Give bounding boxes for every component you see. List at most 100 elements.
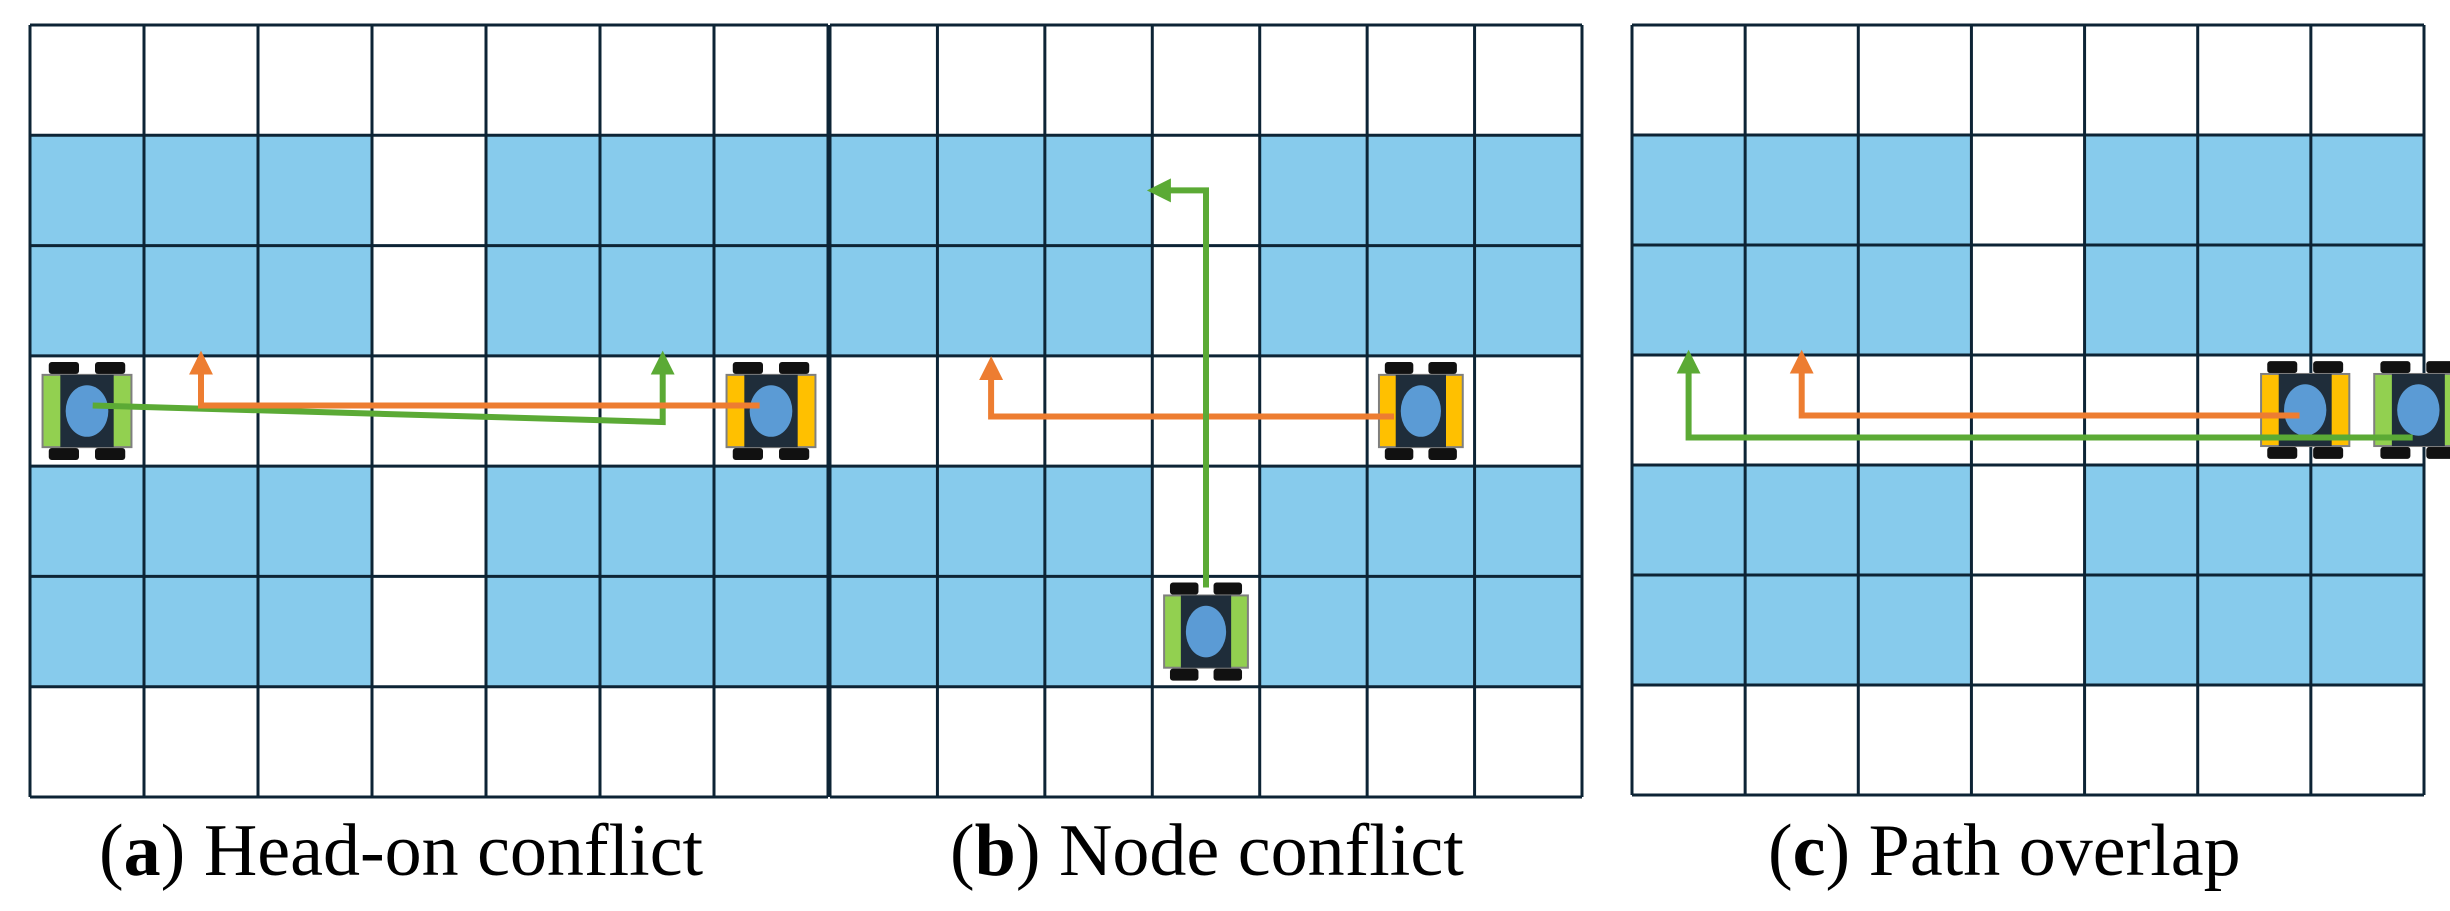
robot-wheel [1428,361,1457,375]
shelf-cell [1367,245,1475,356]
panel-b [828,23,1584,799]
shelf-cell [258,576,372,687]
aisle-cell [1152,25,1260,136]
aisle-cell [830,355,938,467]
caption-a-text: Head-on conflict [185,810,703,892]
shelf-cell [2310,245,2424,355]
aisle-cell [372,355,486,467]
shelf-cell [600,245,714,356]
robot-wheel [1169,668,1199,681]
shelf-cell [1259,576,1368,687]
aisle-cell [1044,686,1153,797]
aisle-cell [1971,355,2085,465]
shelf-cell [486,576,600,687]
orange-robot [2260,361,2351,459]
aisle-cell [372,25,486,136]
aisle-cell [2310,685,2424,795]
aisle-cell [1858,685,1972,795]
robot-wheel [779,447,810,461]
shelf-cell [830,576,938,687]
robot-wheel [48,447,79,461]
shelf-cell [1044,466,1153,577]
shelf-cell [1745,575,1859,685]
green-robot [2373,361,2450,459]
shelf-cell [1259,135,1368,246]
aisle-cell [1259,25,1368,136]
robot-wheel [779,361,810,375]
aisle-cell [1367,25,1475,136]
shelf-cell [30,135,144,246]
orange-path [189,350,760,409]
aisle-cell [2084,25,2198,135]
aisle-cell [1858,25,1972,135]
green-robot [41,361,133,461]
robot-wheel [1384,361,1414,375]
aisle-cell [1971,465,2085,575]
aisle-cell [2197,685,2311,795]
aisle-cell [30,686,144,797]
aisle-cell [1259,355,1368,467]
aisle-cell [1971,135,2085,245]
shelf-cell [258,466,372,577]
aisle-cell [937,686,1045,797]
shelf-cell [1858,245,1972,355]
shelf-cell [1474,135,1582,246]
robot-wheel [95,361,126,375]
aisle-cell [1632,685,1746,795]
aisle-cell [1474,686,1582,797]
robot-wheel [2380,361,2411,374]
robot-wheel [2313,446,2344,459]
aisle-cell [2084,685,2198,795]
aisle-cell [258,25,372,136]
aisle-cell [714,686,828,797]
robot-wheel [732,447,763,461]
robot-wheel [1213,582,1243,595]
shelf-cell [830,466,938,577]
grid-lines [28,23,830,799]
green-robot [1163,582,1249,681]
robot-wheel [2380,446,2411,459]
shelf-cell [937,245,1045,356]
robot-core [2284,384,2327,436]
aisle-cell [600,25,714,136]
aisle-cell [486,355,600,467]
shelf-cell [1858,135,1972,245]
shelf-cell [1632,135,1746,245]
aisle-cell [144,25,258,136]
robot-core [749,385,793,437]
caption-b-text: Node conflict [1040,810,1464,892]
aisle-cell [600,355,714,467]
shelf-cell [486,135,600,246]
aisle-cell [486,25,600,136]
aisle-cell [1858,355,1972,465]
aisle-cell [1971,25,2085,135]
robot-wheel [2313,361,2344,374]
robot-core [65,385,109,437]
aisle-cell [2084,355,2198,465]
shelf-cell [1745,135,1859,245]
aisle-cell [600,686,714,797]
caption-b-letter: b [975,810,1016,892]
shelf-cell [1474,466,1582,577]
robot-wheel [1213,668,1243,681]
panel-a [28,23,830,799]
aisle-cell [486,686,600,797]
aisle-cell [372,466,486,577]
caption-c-letter: c [1793,810,1826,892]
aisle-cell [1745,25,1859,135]
shelf-cell [1745,245,1859,355]
shelf-cell [937,576,1045,687]
shelf-cell [1044,576,1153,687]
green-path [92,350,675,426]
shelf-cell [830,245,938,356]
shelf-cell [2310,135,2424,245]
robot-core [1185,605,1227,658]
aisle-cell [372,245,486,356]
grid-lines [1630,23,2426,797]
shelf-cell [600,576,714,687]
aisle-cell [372,135,486,246]
shelf-cell [1044,245,1153,356]
shelf-cell [1367,135,1475,246]
shelf-cell [2084,135,2198,245]
shelf-cell [1259,466,1368,577]
